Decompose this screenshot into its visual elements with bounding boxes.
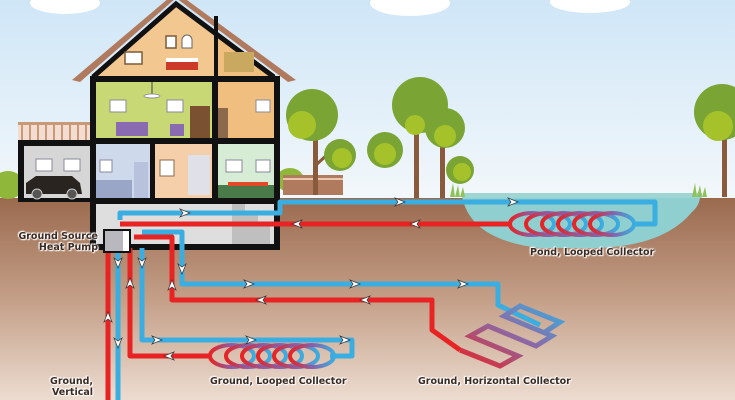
ground-return-pipe [139, 248, 355, 359]
ground-looped-label: Ground, Looped Collector [210, 376, 347, 387]
arrow-icon [409, 219, 422, 229]
pipe-network [105, 199, 658, 400]
ground-horizontal-label: Ground, Horizontal Collector [418, 376, 571, 387]
pond-looped-label: Pond, Looped Collector [530, 247, 655, 258]
arrow-icon [393, 197, 406, 207]
heat-pump-label-line1: Ground Source [18, 231, 98, 242]
arrow-icon [255, 295, 268, 305]
arrow-icon [113, 336, 123, 349]
pond-return-pipe [117, 199, 658, 227]
horizontal-collector [459, 303, 566, 369]
arrow-icon [178, 208, 191, 218]
arrow-icon [137, 256, 147, 269]
house [18, 0, 296, 250]
bush [0, 171, 24, 199]
heat-pump-label: Ground Source Heat Pump [10, 231, 98, 253]
flow-arrows [103, 197, 519, 361]
pond-looped-collector [508, 211, 636, 237]
heat-pump-label-line2: Heat Pump [38, 242, 98, 253]
tree [367, 77, 474, 198]
vertical-label-line2: Vertical [51, 387, 93, 398]
vertical-label-line1: Ground, [50, 376, 93, 387]
arrow-icon [113, 256, 123, 269]
vertical-label: Ground, Vertical [20, 376, 93, 398]
arrow-icon [177, 262, 187, 275]
heat-pump-unit [103, 229, 131, 253]
arrow-icon [242, 279, 255, 289]
tree [286, 89, 356, 195]
arrow-icon [348, 279, 361, 289]
arrow-icon [291, 219, 304, 229]
arrow-icon [244, 335, 257, 345]
tree [694, 84, 735, 197]
arrow-icon [167, 279, 177, 292]
arrow-icon [359, 295, 372, 305]
horizontal-return-pipe [142, 229, 542, 328]
arrow-icon [338, 335, 351, 345]
clouds [30, 0, 630, 16]
arrow-icon [456, 279, 469, 289]
arrow-icon [125, 277, 135, 290]
grass [450, 183, 707, 197]
arrow-icon [103, 311, 113, 324]
arrow-icon [163, 351, 176, 361]
arrow-icon [150, 335, 163, 345]
arrow-icon [506, 197, 519, 207]
horizontal-supply-pipe [134, 234, 462, 353]
ground-looped-collector [208, 343, 336, 369]
